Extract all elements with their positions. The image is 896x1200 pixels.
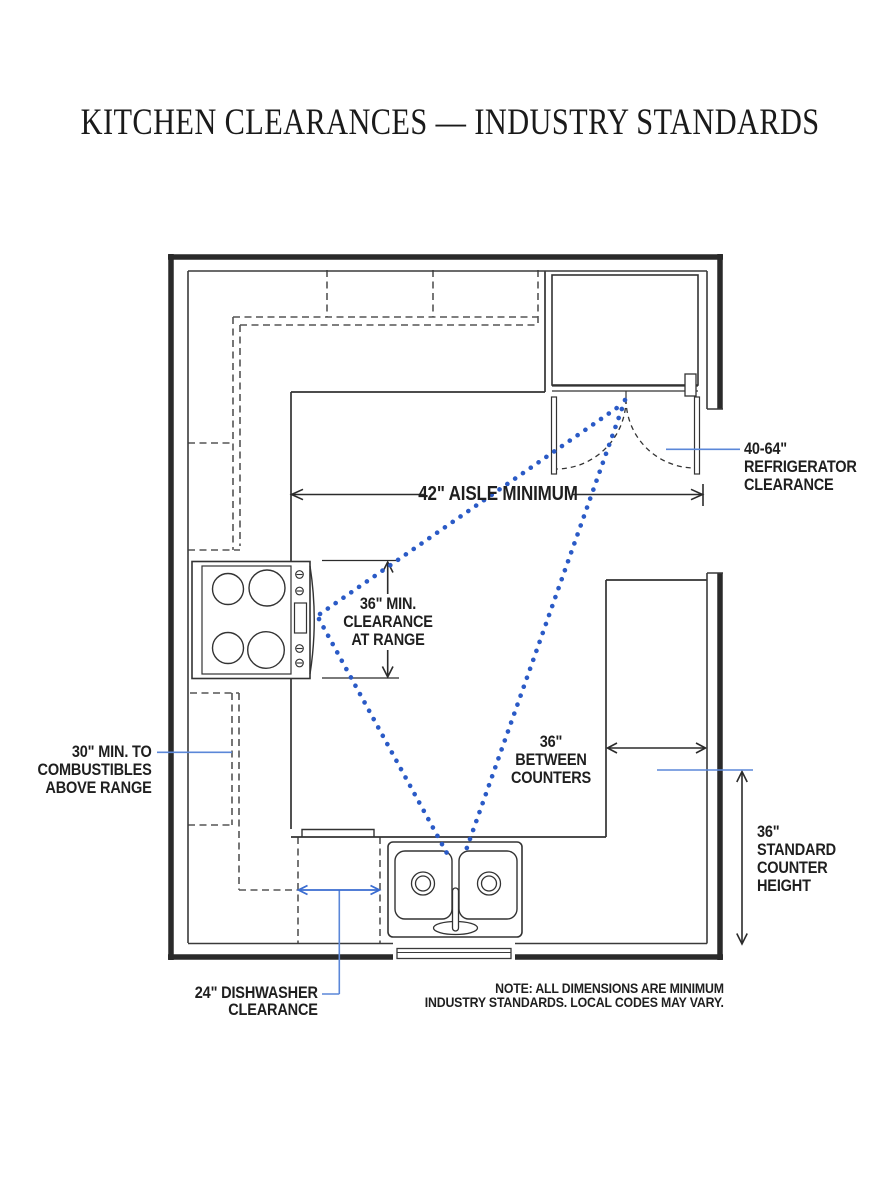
triangle-sink-to-range (316, 616, 452, 860)
leader-dishwasher (322, 890, 341, 995)
refrigerator-door-swing-arcs (555, 398, 696, 470)
work-triangle (316, 397, 628, 860)
triangle-range-to-fridge (317, 400, 627, 617)
counter-edges (290, 271, 707, 838)
label-refrigerator-clearance: 40-64" REFRIGERATOR CLEARANCE (744, 440, 857, 494)
page-title: KITCHEN CLEARANCES — INDUSTRY STANDARDS (80, 102, 820, 143)
range-knobs (295, 570, 304, 668)
dimension-range-clearance (322, 559, 399, 679)
dimension-between-counters (605, 742, 708, 754)
label-between-counters: 36" BETWEEN COUNTERS (510, 733, 592, 787)
leader-lines (157, 448, 753, 995)
window (393, 944, 515, 960)
dimension-aisle (289, 484, 705, 506)
sink-faucet (432, 887, 479, 936)
label-dishwasher-clearance: 24" DISHWASHER CLEARANCE (194, 984, 318, 1019)
label-range-clearance: 36" MIN. CLEARANCE AT RANGE (343, 595, 433, 649)
sink (387, 841, 523, 938)
range-burners (211, 569, 286, 670)
refrigerator (550, 274, 701, 475)
refrigerator-handle (684, 373, 697, 397)
label-combustibles: 30" MIN. TO COMBUSTIBLES ABOVE RANGE (37, 743, 153, 797)
triangle-fridge-to-sink (461, 397, 628, 859)
range-front-curve (309, 565, 315, 675)
dimension-counter-height (736, 769, 748, 946)
sink-drains (410, 871, 502, 896)
range-control-panel (293, 602, 308, 634)
label-aisle-minimum: 42" AISLE MINIMUM (418, 483, 578, 505)
dimension-dishwasher (296, 884, 382, 896)
label-note: NOTE: ALL DIMENSIONS ARE MINIMUM INDUSTR… (424, 980, 724, 1010)
label-counter-height: 36" STANDARD COUNTER HEIGHT (757, 823, 836, 895)
range (191, 560, 315, 680)
walls (168, 254, 723, 960)
